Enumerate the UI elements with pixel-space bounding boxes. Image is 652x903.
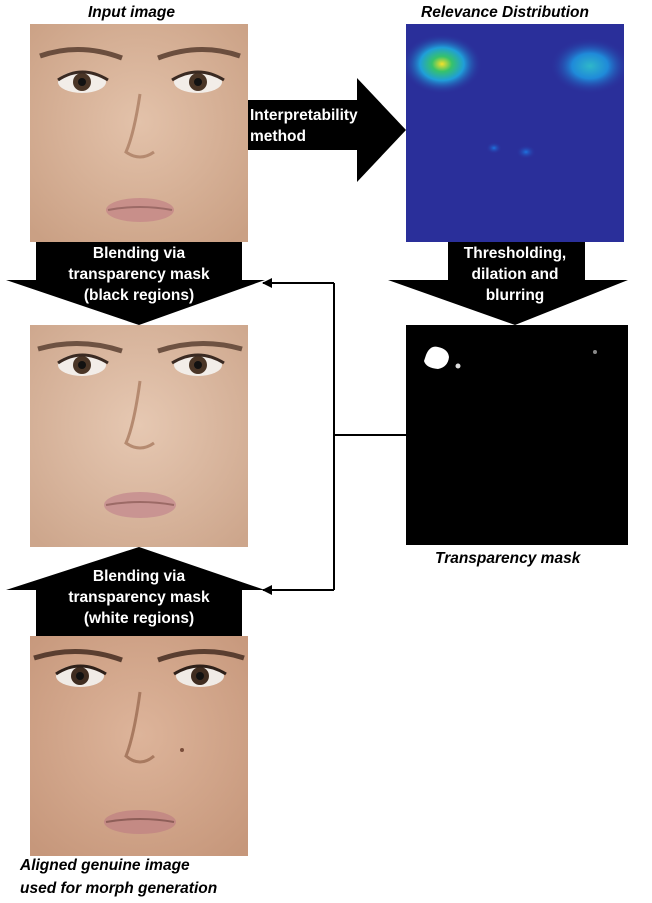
blend-white-label-line: (white regions) bbox=[36, 608, 242, 629]
thresholding-label-line: blurring bbox=[450, 285, 580, 306]
thresholding-label: Thresholding, dilation and blurring bbox=[450, 243, 580, 306]
blend-white-label-line: Blending via bbox=[36, 566, 242, 587]
thresholding-label-line: Thresholding, bbox=[450, 243, 580, 264]
thresholding-label-line: dilation and bbox=[450, 264, 580, 285]
interpretability-label-line: method bbox=[250, 126, 358, 147]
blend-white-label-line: transparency mask bbox=[36, 587, 242, 608]
blend-black-label: Blending via transparency mask (black re… bbox=[36, 243, 242, 306]
interpretability-label: Interpretability method bbox=[250, 105, 358, 147]
interpretability-label-line: Interpretability bbox=[250, 105, 358, 126]
blend-black-label-line: (black regions) bbox=[36, 285, 242, 306]
blend-black-label-line: Blending via bbox=[36, 243, 242, 264]
blend-white-label: Blending via transparency mask (white re… bbox=[36, 566, 242, 629]
blend-black-label-line: transparency mask bbox=[36, 264, 242, 285]
